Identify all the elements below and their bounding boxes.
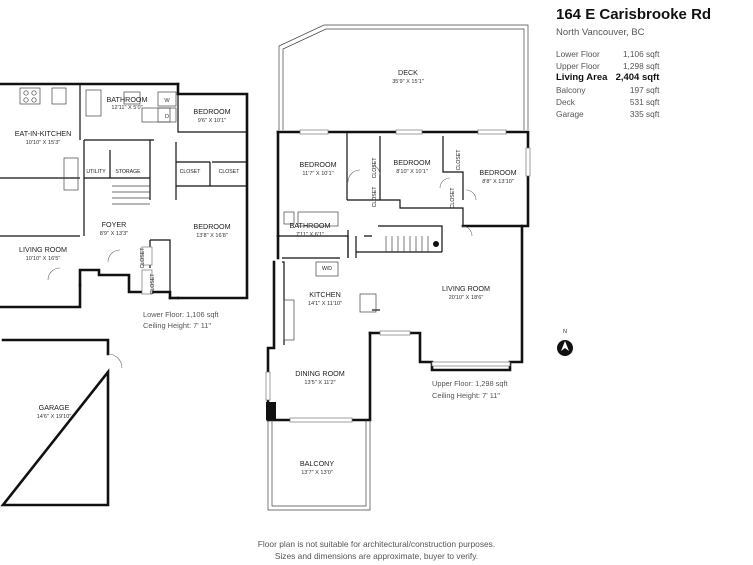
stat-value: 2,404 sqft bbox=[615, 72, 660, 83]
garage-name: GARAGE bbox=[39, 403, 70, 412]
lower-closet-label-1: CLOSET bbox=[180, 169, 202, 175]
upper-ceiling-note: Ceiling Height: 7' 11" bbox=[432, 391, 500, 400]
upper-floor-labels: BEDROOM 11'7" X 10'1" BEDROOM 8'10" X 10… bbox=[290, 149, 517, 400]
stat-row: Balcony 197 sqft bbox=[556, 84, 659, 96]
upper-closet-label-1: CLOSET bbox=[372, 157, 378, 179]
disclaimer-line-1: Floor plan is not suitable for architect… bbox=[257, 539, 496, 549]
garage-dim: 14'6" X 19'10" bbox=[37, 414, 72, 420]
disclaimer-line-2: Sizes and dimensions are approximate, bu… bbox=[274, 551, 479, 561]
lower-closet-label-2: CLOSET bbox=[219, 169, 241, 175]
upper-living-name: LIVING ROOM bbox=[442, 284, 490, 293]
lower-living-name: LIVING ROOM bbox=[19, 245, 67, 254]
stat-value: 335 sqft bbox=[629, 109, 660, 119]
upper-bedroom2-dim: 8'10" X 10'1" bbox=[396, 169, 428, 175]
lower-kitchen-name: EAT-IN-KITCHEN bbox=[15, 129, 72, 138]
stat-label: Deck bbox=[556, 97, 575, 107]
lower-kitchen-dim: 10'10" X 15'3" bbox=[26, 140, 61, 146]
wd-label: W/D bbox=[322, 266, 332, 272]
upper-closet-label-2: CLOSET bbox=[372, 186, 378, 208]
upper-kitchen-dim: 14'1" X 11'10" bbox=[308, 301, 342, 307]
stat-value: 1,298 sqft bbox=[622, 61, 660, 71]
garage: GARAGE 14'6" X 19'10" bbox=[0, 338, 123, 507]
stat-label: Upper Floor bbox=[556, 61, 600, 71]
deck-name: DECK bbox=[398, 68, 418, 77]
stat-value: 531 sqft bbox=[629, 97, 660, 107]
area-stats-table: Lower Floor 1,106 sqft Upper Floor 1,298 s… bbox=[556, 48, 659, 120]
stat-value: 1,106 sqft bbox=[622, 49, 660, 59]
property-info: 164 E Carisbrooke Rd North Vancouver, BC… bbox=[556, 6, 746, 120]
washer-label: W bbox=[164, 98, 170, 104]
upper-bedroom3-name: BEDROOM bbox=[479, 168, 516, 177]
lower-living-dim: 10'10" X 16'5" bbox=[26, 256, 61, 262]
lower-bedroom2-name: BEDROOM bbox=[193, 222, 230, 231]
lower-foyer-dim: 8'9" X 13'3" bbox=[100, 231, 129, 237]
lower-bedroom2-dim: 13'8" X 16'8" bbox=[196, 233, 228, 239]
stat-label: Balcony bbox=[556, 85, 586, 95]
stat-label: Garage bbox=[556, 109, 584, 119]
stat-row: Garage 335 sqft bbox=[556, 108, 659, 120]
lower-foyer-name: FOYER bbox=[102, 220, 127, 229]
lower-bedroom1-dim: 9'6" X 10'1" bbox=[198, 118, 227, 124]
upper-bathroom-dim: 7'11" X 6'1" bbox=[296, 232, 324, 238]
upper-bathroom-name: BATHROOM bbox=[290, 221, 331, 230]
upper-kitchen-name: KITCHEN bbox=[309, 290, 341, 299]
stat-row: Lower Floor 1,106 sqft bbox=[556, 48, 659, 60]
stat-value: 197 sqft bbox=[629, 85, 660, 95]
upper-closet-label-3: CLOSET bbox=[456, 149, 462, 171]
upper-bedroom3-dim: 8'8" X 13'10" bbox=[482, 179, 514, 185]
lower-floor-note: Lower Floor: 1,106 sqft bbox=[143, 310, 219, 319]
upper-dining-dim: 13'5" X 11'2" bbox=[304, 380, 335, 386]
lower-floor-labels: EAT-IN-KITCHEN 10'10" X 15'3" BATHROOM 1… bbox=[15, 95, 240, 330]
property-city: North Vancouver, BC bbox=[556, 27, 645, 38]
property-address: 164 E Carisbrooke Rd bbox=[556, 6, 712, 23]
lower-bedroom1-name: BEDROOM bbox=[193, 107, 230, 116]
upper-floor-note: Upper Floor: 1,298 sqft bbox=[432, 379, 508, 388]
upper-deck: DECK 35'9" X 15'1" bbox=[278, 24, 529, 130]
lower-bathroom-name: BATHROOM bbox=[107, 95, 148, 104]
upper-bedroom2-name: BEDROOM bbox=[393, 158, 430, 167]
lower-floor-fixtures bbox=[19, 87, 177, 295]
stat-row-living-area: Living Area 2,404 sqft bbox=[556, 72, 659, 84]
north-compass: N bbox=[557, 329, 573, 356]
stat-row: Deck 531 sqft bbox=[556, 96, 659, 108]
dryer-label: D bbox=[165, 114, 169, 120]
upper-dining-name: DINING ROOM bbox=[295, 369, 345, 378]
upper-balcony: BALCONY 13'7" X 13'0" bbox=[267, 420, 371, 511]
balcony-dim: 13'7" X 13'0" bbox=[301, 470, 333, 476]
lower-ceiling-note: Ceiling Height: 7' 11" bbox=[143, 321, 211, 330]
disclaimer: Floor plan is not suitable for architect… bbox=[0, 538, 753, 562]
upper-closet-label-4: CLOSET bbox=[450, 187, 456, 209]
lower-bathroom-dim: 12'11" X 5'0" bbox=[111, 105, 142, 111]
stat-row: Upper Floor 1,298 sqft bbox=[556, 60, 659, 72]
compass-label: N bbox=[563, 329, 567, 335]
lower-utility-label: UTILITY bbox=[86, 169, 106, 175]
deck-dim: 35'9" X 15'1" bbox=[392, 79, 424, 85]
lower-closet-label-3: CLOSET bbox=[140, 247, 146, 269]
stat-label: Lower Floor bbox=[556, 49, 600, 59]
upper-living-dim: 20'10" X 18'6" bbox=[449, 295, 484, 301]
upper-bedroom1-dim: 11'7" X 10'1" bbox=[302, 171, 333, 177]
balcony-name: BALCONY bbox=[300, 459, 335, 468]
lower-closet-label-4: CLOSET bbox=[150, 273, 156, 295]
upper-floor-fixtures bbox=[265, 129, 531, 423]
upper-bedroom1-name: BEDROOM bbox=[299, 160, 336, 169]
lower-storage-label: STORAGE bbox=[115, 169, 141, 175]
stat-label: Living Area bbox=[556, 72, 608, 83]
north-arrow-icon bbox=[561, 341, 569, 351]
